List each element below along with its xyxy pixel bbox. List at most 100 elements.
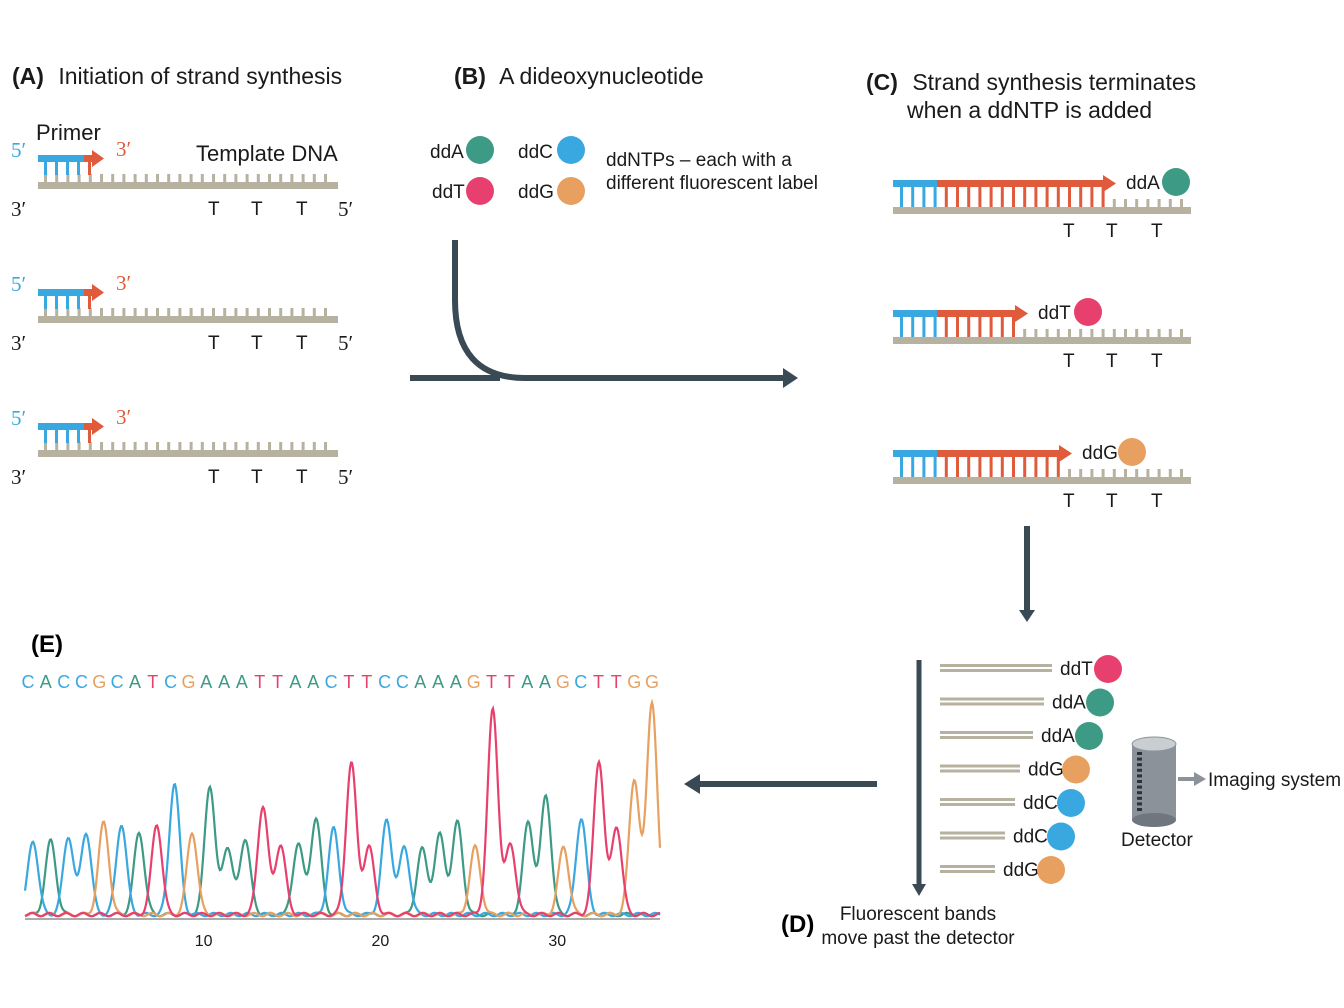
band-dot-icon	[1086, 688, 1114, 717]
band-label: ddA	[1041, 726, 1075, 747]
base-tick	[122, 442, 126, 451]
panel-d-caption-line1: Fluorescent bands	[840, 904, 996, 925]
template-t-base: T	[1063, 221, 1075, 242]
primer-base	[77, 429, 80, 443]
base-tick	[989, 187, 993, 207]
primer-strand	[893, 310, 937, 317]
sequence-base: A	[40, 672, 52, 692]
sequence-base: G	[627, 672, 641, 692]
base-tick	[88, 442, 92, 451]
trace-t	[24, 704, 661, 918]
ddntp-legend-item: ddA	[430, 136, 494, 164]
ddntp-note-line2: different fluorescent label	[606, 173, 818, 194]
base-tick	[1000, 317, 1004, 337]
base-tick	[178, 174, 182, 183]
template-t-base: T	[1106, 351, 1118, 372]
base-tick	[66, 442, 70, 451]
base-tick	[324, 174, 327, 183]
fluorescent-band: ddA	[940, 688, 1114, 717]
fluorescent-band: ddC	[940, 822, 1075, 851]
three-prime-label: 3′	[116, 405, 131, 429]
base-tick	[55, 308, 59, 317]
base-tick	[933, 317, 937, 337]
panel-c-letter: (C)	[866, 69, 898, 95]
base-tick	[1146, 469, 1150, 478]
base-tick	[245, 308, 249, 317]
base-tick	[1124, 329, 1127, 338]
primer-strand	[893, 180, 937, 187]
ddntp-legend-item: ddG	[518, 177, 585, 205]
template-three-prime-label: 3′	[11, 197, 26, 221]
base-tick	[1023, 457, 1027, 477]
primer-base	[77, 295, 80, 309]
base-tick	[256, 442, 260, 451]
base-tick	[1112, 469, 1116, 478]
base-tick	[324, 442, 327, 451]
sequence-base: C	[574, 672, 587, 692]
template-t-base: T	[208, 467, 220, 488]
base-tick	[956, 457, 959, 477]
extension-stub	[84, 155, 94, 162]
template-backbone	[893, 477, 1191, 484]
primer-label: Primer	[36, 120, 101, 145]
base-tick	[1045, 457, 1049, 477]
base-tick	[77, 174, 81, 183]
template-t-base: T	[251, 199, 263, 220]
ddntp-label: ddT	[432, 182, 465, 203]
base-tick	[1012, 187, 1015, 207]
base-tick	[279, 174, 283, 183]
base-tick	[989, 317, 993, 337]
base-tick	[167, 174, 171, 183]
base-tick	[111, 308, 115, 317]
terminator-label: ddT	[1038, 303, 1071, 324]
base-tick	[978, 457, 982, 477]
sequence-base: A	[236, 672, 248, 692]
x-tick-label: 10	[195, 933, 213, 950]
fluorescent-band: ddC	[940, 789, 1085, 817]
synthesized-strand	[937, 450, 1060, 457]
template-backbone	[38, 182, 338, 189]
detector-label: Detector	[1121, 830, 1193, 851]
ddntp-label: ddG	[518, 182, 554, 203]
synthesis-arrowhead-icon	[1103, 175, 1116, 192]
base-tick	[268, 308, 271, 317]
reaction-arrowhead-icon	[783, 368, 798, 388]
base-tick	[1068, 329, 1071, 338]
band-label: ddC	[1013, 827, 1048, 848]
template-t-base: T	[296, 467, 308, 488]
band-label: ddC	[1023, 793, 1058, 814]
ddntp-dot-icon	[466, 177, 494, 205]
extension-stub	[84, 423, 94, 430]
base-tick	[223, 308, 227, 317]
fluorescent-band: ddG	[940, 856, 1065, 884]
sequence-base: C	[22, 672, 35, 692]
sequence-base: A	[450, 672, 462, 692]
sequence-base: G	[645, 672, 659, 692]
base-tick	[911, 457, 915, 477]
base-tick	[922, 317, 926, 337]
base-tick	[256, 308, 260, 317]
sequence-base: T	[272, 672, 283, 692]
extension-base	[88, 295, 91, 309]
base-tick	[1056, 329, 1060, 338]
primer-strand	[38, 155, 86, 162]
svg-text:(A) Initiation of strand: (A) Initiation of strand synthesis	[12, 63, 342, 89]
sequence-base: G	[92, 672, 106, 692]
base-tick	[111, 174, 115, 183]
base-tick	[922, 457, 926, 477]
base-tick	[290, 174, 294, 183]
svg-text:(B) A dideoxynucleotide: (B) A dideoxynucleotide	[454, 63, 704, 89]
base-tick	[1079, 469, 1083, 478]
base-tick	[1157, 329, 1161, 338]
detector-top	[1131, 736, 1177, 752]
five-prime-label: 5′	[11, 138, 26, 162]
panel-e-letter: (E)	[31, 631, 63, 658]
template-t-base: T	[1106, 491, 1118, 512]
sequence-base: T	[343, 672, 354, 692]
base-tick	[44, 174, 47, 183]
